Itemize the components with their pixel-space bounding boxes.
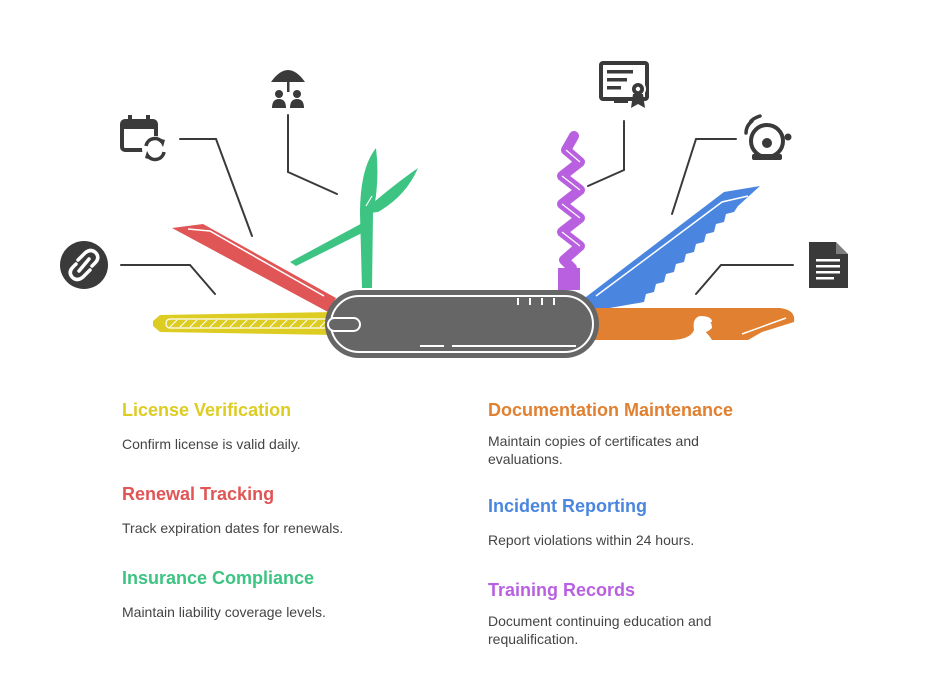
connector-license (120, 264, 216, 295)
incident-desc: Report violations within 24 hours. (488, 532, 695, 548)
item-documentation: Documentation Maintenance Maintain copie… (488, 399, 738, 467)
monitor-certificate-icon (599, 61, 649, 108)
documentation-title: Documentation Maintenance (488, 400, 734, 420)
item-incident: Incident Reporting Report violations wit… (488, 495, 808, 548)
documentation-tool (585, 308, 795, 340)
item-renewal: Renewal Tracking Track expiration dates … (122, 483, 442, 536)
renewal-title: Renewal Tracking (122, 484, 275, 504)
training-title: Training Records (488, 580, 636, 600)
license-desc: Confirm license is valid daily. (122, 436, 301, 452)
calendar-refresh-icon (120, 115, 168, 162)
connector-training (587, 120, 625, 187)
document-icon (809, 242, 848, 288)
item-insurance: Insurance Compliance Maintain liability … (122, 567, 442, 620)
renewal-desc: Track expiration dates for renewals. (122, 520, 344, 536)
license-tool (153, 312, 335, 335)
insurance-desc: Maintain liability coverage levels. (122, 604, 326, 620)
insurance-title: Insurance Compliance (122, 568, 315, 588)
insurance-tool (290, 148, 418, 288)
connector-renewal (179, 138, 253, 237)
connector-documentation (695, 264, 794, 295)
training-tool (557, 131, 585, 290)
item-license: License Verification Confirm license is … (122, 399, 442, 452)
alarm-bell-icon (744, 114, 792, 160)
knife-handle (325, 290, 599, 358)
license-title: License Verification (122, 400, 292, 420)
renewal-tool (172, 224, 336, 312)
incident-title: Incident Reporting (488, 496, 647, 516)
incident-tool (582, 186, 760, 310)
link-chain-circle-icon (60, 241, 108, 289)
connector-lines (120, 114, 794, 295)
umbrella-people-icon (271, 70, 305, 108)
item-training: Training Records Document continuing edu… (488, 579, 748, 647)
training-desc: Document continuing education and requal… (488, 613, 712, 647)
connector-incident (671, 138, 737, 215)
connector-insurance (287, 114, 338, 195)
documentation-desc: Maintain copies of certificates and eval… (488, 433, 699, 467)
